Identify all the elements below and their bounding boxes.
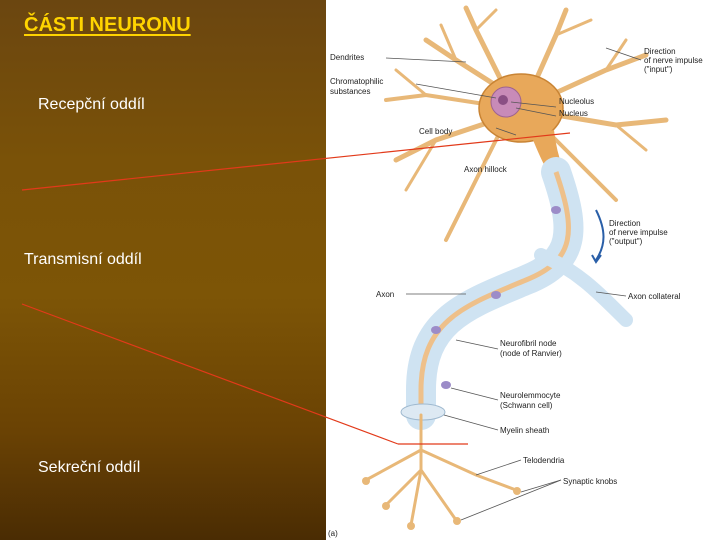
leader-lines (385, 47, 642, 521)
label-secretory-section: Sekreční oddíl (38, 459, 141, 476)
label-neurofibril-node: Neurofibril node (500, 339, 557, 348)
label-direction-output-3: ("output") (609, 237, 643, 246)
myelin-sheath-end (400, 403, 446, 421)
label-substances: substances (330, 87, 370, 96)
neuron-illustration: Dendrites Chromatophilic substances Cell… (328, 5, 703, 538)
schwann-nucleus (431, 326, 441, 334)
schwann-nucleus (491, 291, 501, 299)
slide-title: ČÁSTI NEURONU (24, 14, 191, 36)
neuron-diagram: Dendrites Chromatophilic substances Cell… (326, 0, 720, 540)
label-axon-hillock: Axon hillock (464, 165, 508, 174)
label-panel-a: (a) (328, 529, 338, 538)
label-telodendria: Telodendria (523, 456, 565, 465)
label-direction-input-2: of nerve impulse (644, 56, 703, 65)
synaptic-knobs (362, 477, 521, 530)
schwann-nucleus (441, 381, 451, 389)
axon-collateral (534, 248, 633, 327)
label-neurolemmocyte: Neurolemmocyte (500, 391, 561, 400)
label-direction-output-2: of nerve impulse (609, 228, 668, 237)
output-direction-arrow (595, 209, 605, 261)
label-axon-collateral: Axon collateral (628, 292, 681, 301)
myelinated-axon (400, 157, 584, 430)
divider-transmission-secretory (21, 303, 399, 445)
label-schwann-cell: (Schwann cell) (500, 401, 553, 410)
label-direction-input: Direction (644, 47, 676, 56)
label-axon: Axon (376, 290, 394, 299)
schwann-nucleus (551, 206, 561, 214)
label-node-of-ranvier: (node of Ranvier) (500, 349, 562, 358)
label-synaptic-knobs: Synaptic knobs (563, 477, 617, 486)
nucleolus (498, 95, 508, 105)
label-chromatophilic: Chromatophilic (330, 77, 383, 86)
label-direction-input-3: ("input") (644, 65, 673, 74)
label-cell-body: Cell body (419, 127, 452, 136)
label-receptive-section: Recepční oddíl (38, 96, 145, 113)
divider-receptive-transmission (21, 132, 571, 191)
arrow-head-icon (591, 254, 602, 264)
label-nucleolus: Nucleolus (559, 97, 594, 106)
label-nucleus: Nucleus (559, 109, 588, 118)
label-direction-output: Direction (609, 219, 641, 228)
label-dendrites: Dendrites (330, 53, 364, 62)
label-myelin-sheath: Myelin sheath (500, 426, 549, 435)
label-transmission-section: Transmisní oddíl (24, 251, 142, 268)
